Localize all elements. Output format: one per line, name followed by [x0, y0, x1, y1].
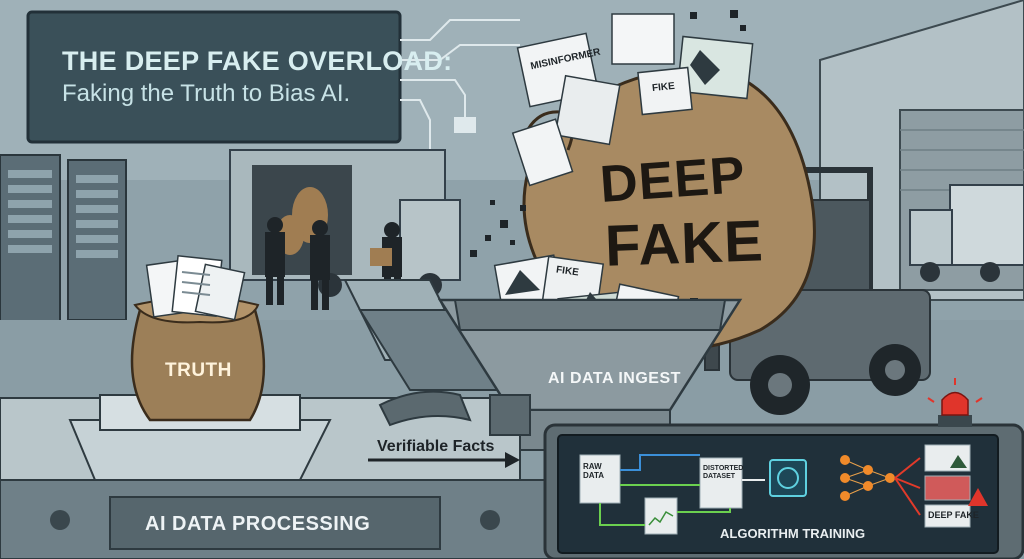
hopper: [378, 298, 743, 451]
neural-net-icon: [840, 455, 895, 501]
monitor-label: ALGORITHM TRAINING: [720, 526, 866, 541]
scale-platform: [68, 394, 332, 481]
conveyor-label: AI DATA PROCESSING: [145, 513, 371, 535]
deepfake-label-line1: DEEP: [598, 145, 748, 215]
deepfake-label-line2: FAKE: [603, 208, 765, 279]
truth-label: TRUTH: [165, 360, 232, 381]
training-monitor: [543, 423, 1024, 559]
hopper-label: AI DATA INGEST: [548, 370, 681, 387]
alarm-light-icon: [927, 378, 983, 427]
truck-right: [909, 184, 1024, 282]
title-line-2: Faking the Truth to Bias AI.: [62, 80, 351, 107]
screen-raw-data: RAW DATA: [583, 462, 605, 480]
warning-icon: [968, 488, 988, 506]
screen-deep-fake: DEEP FAKE: [928, 510, 979, 520]
verifiable-arrow: [368, 452, 520, 468]
screen-distorted-dataset: DISTORTED DATASET: [703, 465, 744, 480]
truth-sack: [130, 255, 266, 422]
title-board: [26, 10, 402, 144]
server-racks: [0, 154, 127, 326]
circuit-lines: [400, 19, 520, 150]
title-line-1: THE DEEP FAKE OVERLOAD:: [62, 46, 453, 76]
verifiable-facts-label: Verifiable Facts: [377, 438, 495, 455]
delivery-truck: [229, 149, 461, 310]
